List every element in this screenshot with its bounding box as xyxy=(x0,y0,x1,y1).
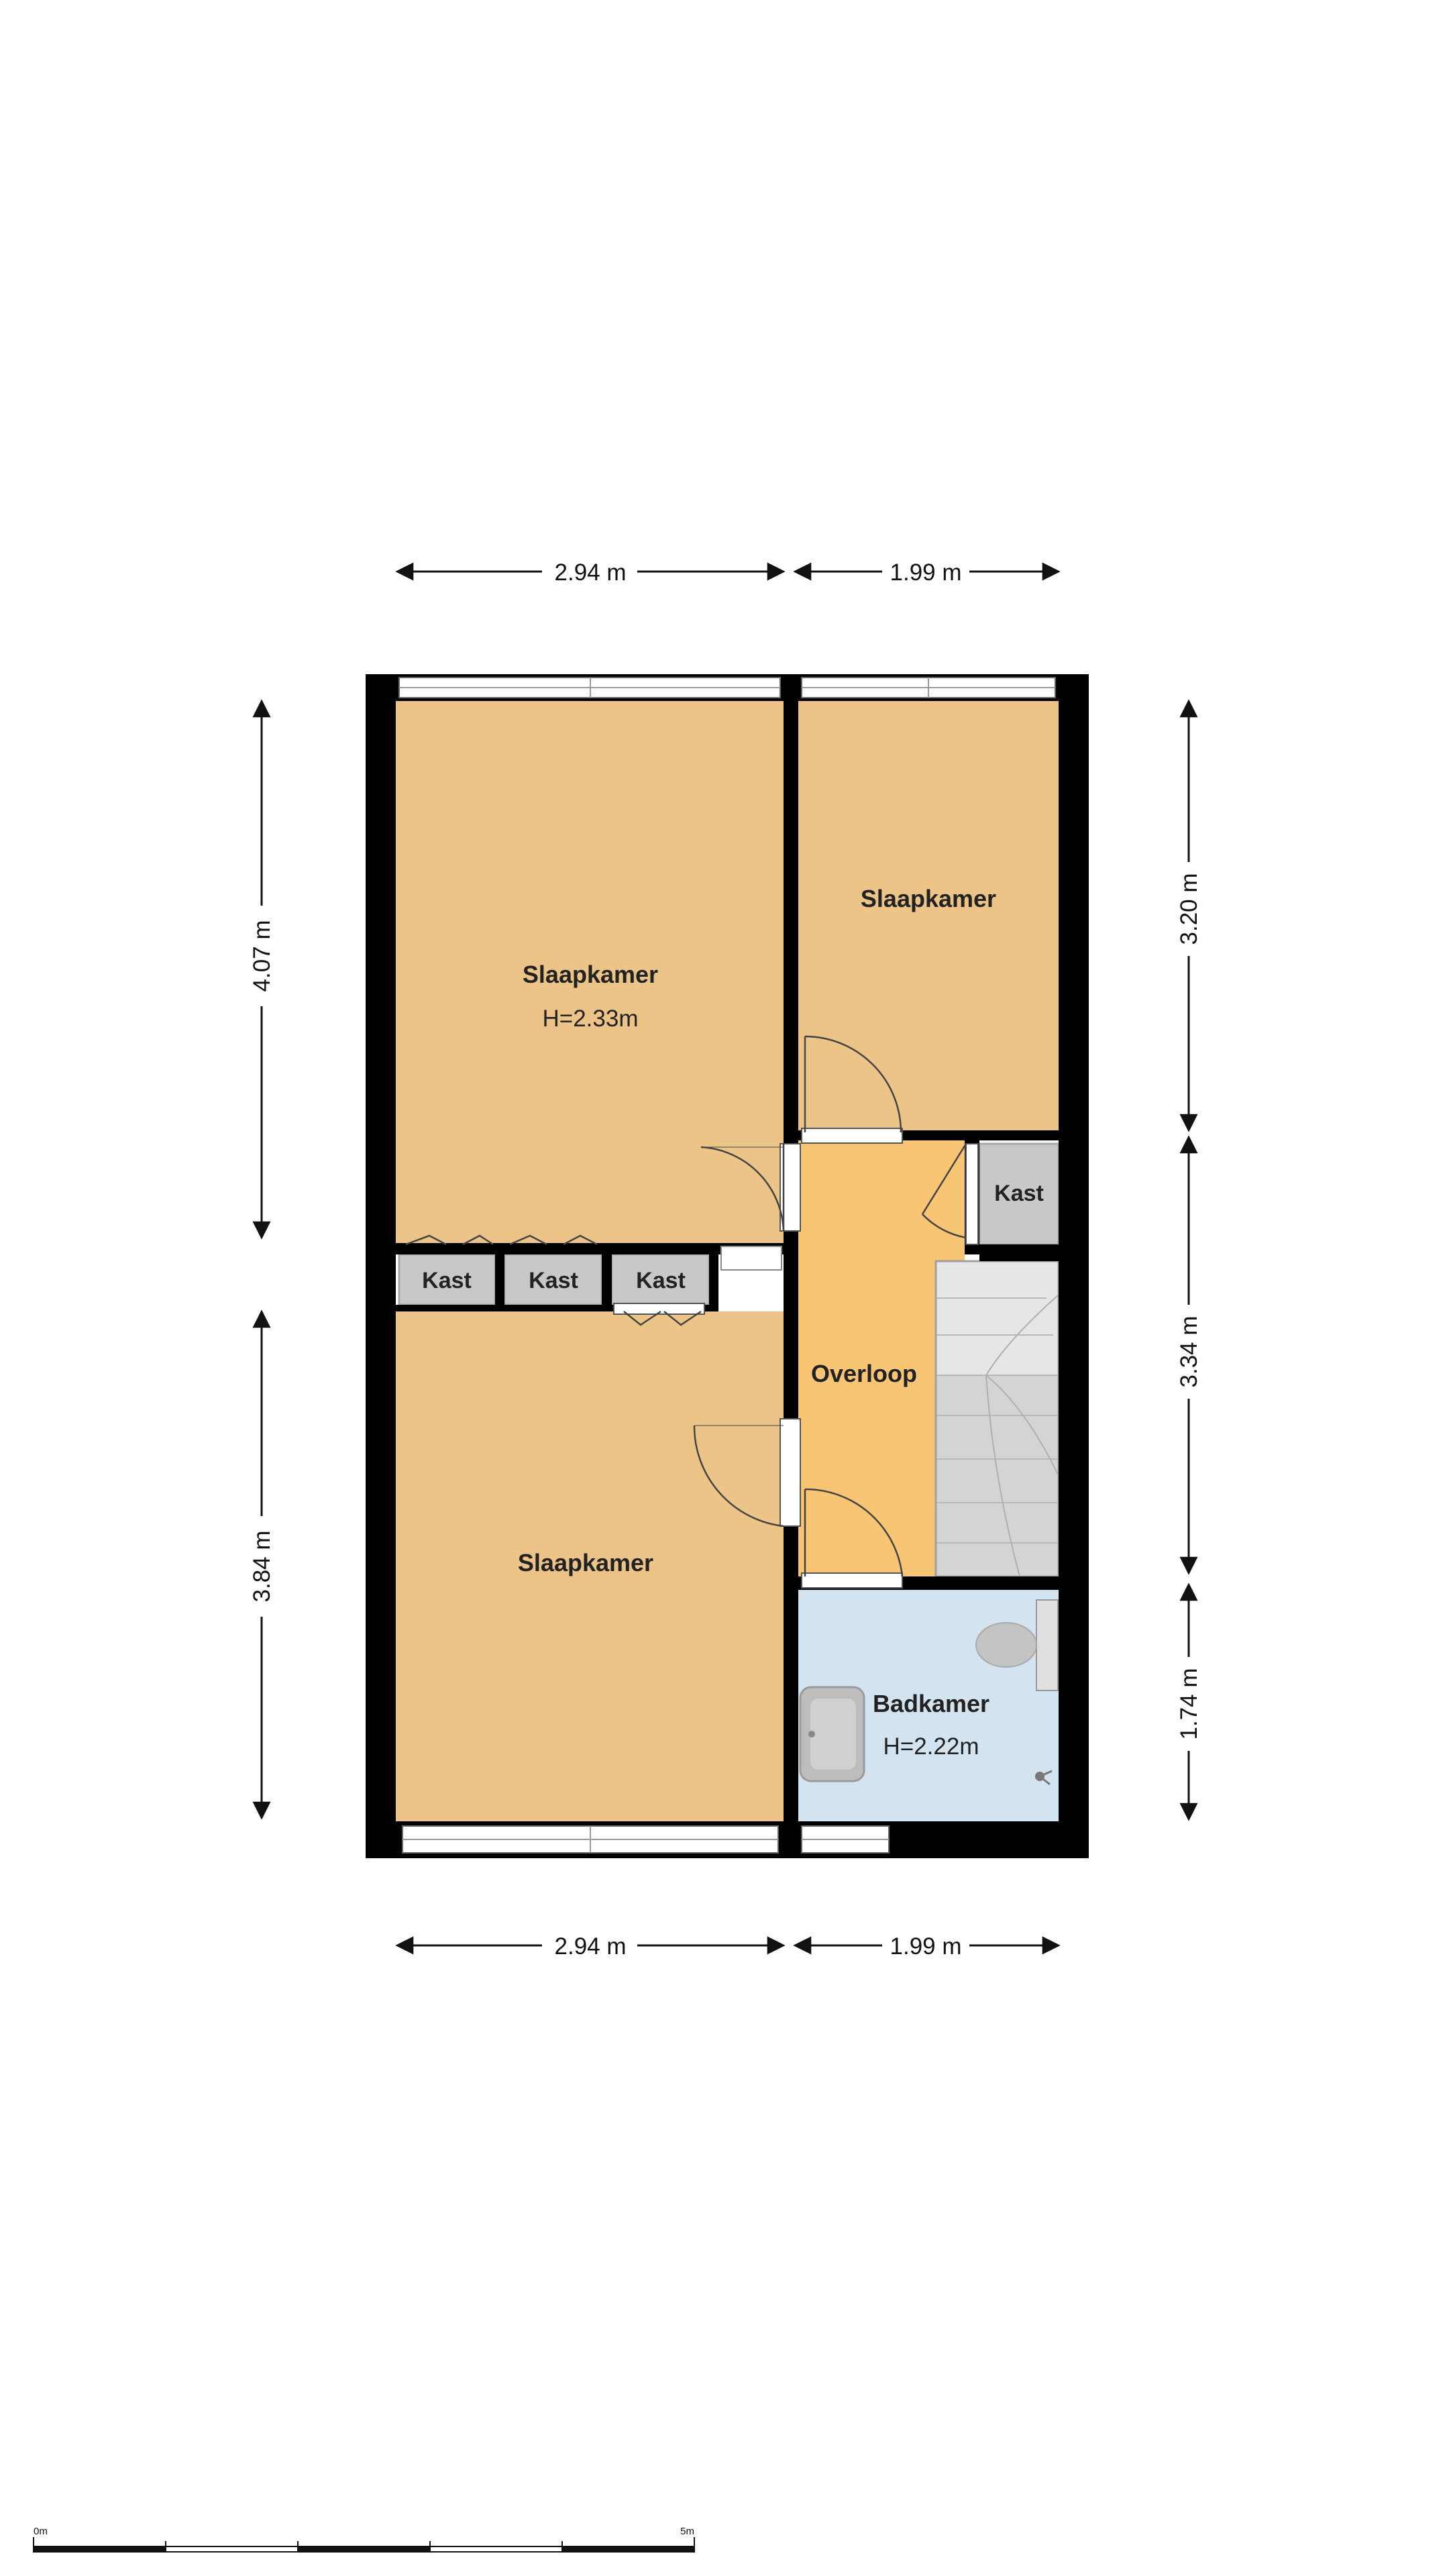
closet-4-floor xyxy=(978,1142,1060,1246)
dim-right-middle: 3.34 m xyxy=(1176,1316,1202,1388)
dim-top-right: 1.99 m xyxy=(890,559,962,586)
toilet-icon xyxy=(975,1599,1059,1691)
dim-bottom-right: 1.99 m xyxy=(890,1933,962,1960)
window-top-right xyxy=(801,677,1056,698)
room-label-bedroom-lower: Slaapkamer xyxy=(518,1549,653,1576)
bedroom-small-floor xyxy=(798,701,1059,1130)
shelf-stub xyxy=(720,1246,782,1271)
closet-label-2: Kast xyxy=(529,1268,578,1293)
room-height-bathroom: H=2.22m xyxy=(883,1733,979,1760)
dim-left-upper: 4.07 m xyxy=(249,920,275,992)
doors xyxy=(405,1035,979,1589)
room-height-bedroom-large: H=2.33m xyxy=(543,1006,639,1032)
shower-tap-icon xyxy=(1035,1770,1053,1786)
scale-bar xyxy=(33,2537,695,2553)
room-label-bedroom-small: Slaapkamer xyxy=(861,885,996,912)
staircase xyxy=(934,1260,1060,1578)
room-label-bathroom: Badkamer xyxy=(873,1690,989,1717)
dim-left-lower: 3.84 m xyxy=(249,1531,275,1603)
window-bottom-bathroom xyxy=(801,1825,890,1854)
window-bottom-left xyxy=(402,1825,779,1854)
scale-end-label: 5m xyxy=(680,2526,694,2537)
closet-label-3: Kast xyxy=(636,1268,686,1293)
sink-icon xyxy=(799,1686,865,1782)
dim-right-upper: 3.20 m xyxy=(1176,873,1202,945)
window-top-left xyxy=(398,677,781,698)
bedroom-large-floor xyxy=(396,701,784,1243)
closet-label-1: Kast xyxy=(422,1268,472,1293)
dim-bottom-left: 2.94 m xyxy=(555,1933,627,1960)
dim-right-lower: 1.74 m xyxy=(1176,1668,1202,1740)
dim-top-left: 2.94 m xyxy=(555,559,627,586)
closet-1-floor xyxy=(398,1253,496,1306)
room-label-landing: Overloop xyxy=(811,1360,917,1387)
room-label-bedroom-large: Slaapkamer xyxy=(523,961,658,988)
bedroom-lower-floor xyxy=(396,1311,784,1821)
scale-start-label: 0m xyxy=(34,2526,48,2537)
closet-label-4: Kast xyxy=(994,1181,1044,1206)
